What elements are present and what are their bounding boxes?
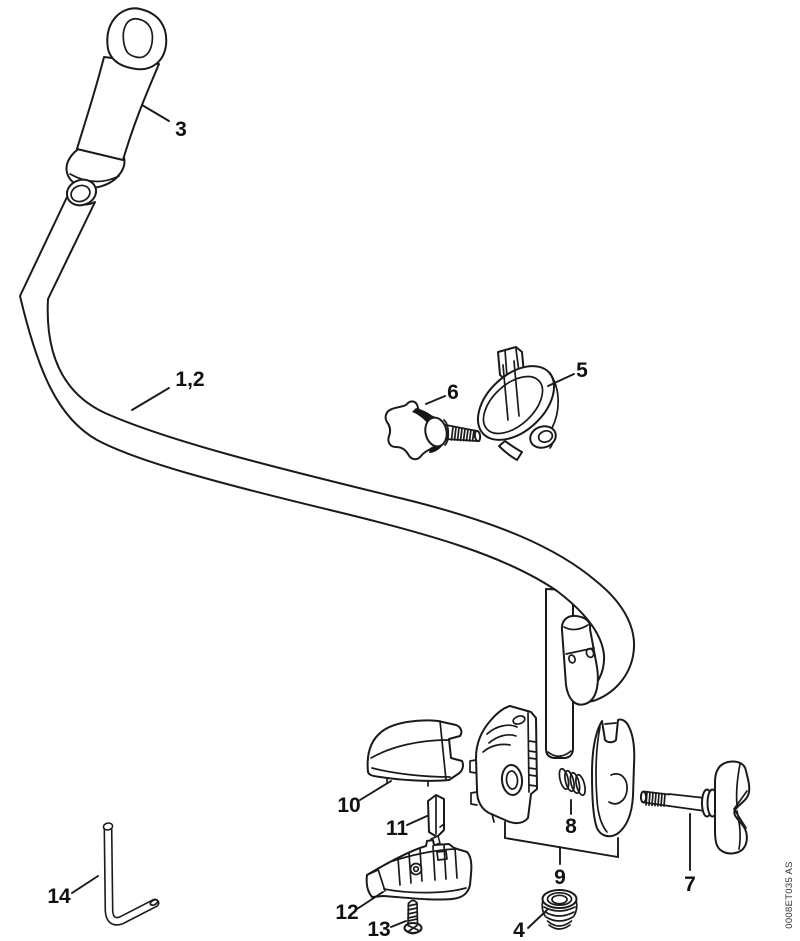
callout-label-clamp-pair: 9 (554, 866, 566, 889)
callout-line-screw (390, 920, 407, 928)
spring-drawing (558, 767, 586, 797)
screw-drawing (403, 899, 423, 935)
callout-label-star-knob: 6 (447, 381, 459, 404)
lower-bracket-drawing (365, 839, 473, 901)
callout-label-handlebar: 1,2 (175, 368, 204, 391)
tube-end-stub-drawing (560, 614, 599, 706)
callout-line-insert (406, 815, 428, 826)
callout-label-wing-knob: 7 (684, 873, 696, 896)
callout-line-handlebar (131, 387, 170, 411)
clamp-half-left-drawing (469, 705, 538, 825)
callout-labels: 3 1,2 6 5 10 11 8 9 7 12 13 4 14 (47, 118, 696, 941)
handlebar-tube-drawing (19, 178, 636, 706)
callout-line-plug (527, 909, 548, 929)
callout-label-clamp: 5 (576, 359, 588, 382)
callout-label-insert: 11 (386, 817, 409, 840)
callout-line-lower-bracket (356, 891, 384, 910)
upper-clamp-drawing (476, 346, 559, 461)
callout-label-lower-bracket: 12 (335, 901, 358, 924)
document-code: 0008ET035 AS (784, 861, 795, 929)
callout-label-plug: 4 (513, 919, 525, 941)
callout-line-wrench (71, 875, 99, 894)
callout-line-grip (141, 104, 170, 122)
callout-bracket-clamp-pair (504, 821, 619, 859)
allen-key-drawing (102, 822, 160, 926)
callout-label-wrench: 14 (47, 885, 71, 908)
callout-lines (71, 104, 691, 929)
callout-line-cover (359, 780, 392, 801)
callout-label-cover: 10 (337, 794, 360, 817)
insert-block-drawing (427, 794, 445, 847)
wing-knob-drawing (639, 760, 751, 855)
threaded-plug-drawing (541, 889, 578, 930)
callout-line-star-knob (425, 395, 446, 405)
callout-label-grip: 3 (175, 118, 187, 141)
clamp-half-right-drawing (591, 718, 636, 838)
callout-label-spring: 8 (565, 815, 577, 838)
callout-label-screw: 13 (367, 918, 390, 941)
cover-cap-drawing (366, 719, 464, 787)
callout-line-clamp (547, 373, 575, 387)
grip-drawing (65, 7, 168, 189)
star-knob-drawing (384, 400, 482, 461)
